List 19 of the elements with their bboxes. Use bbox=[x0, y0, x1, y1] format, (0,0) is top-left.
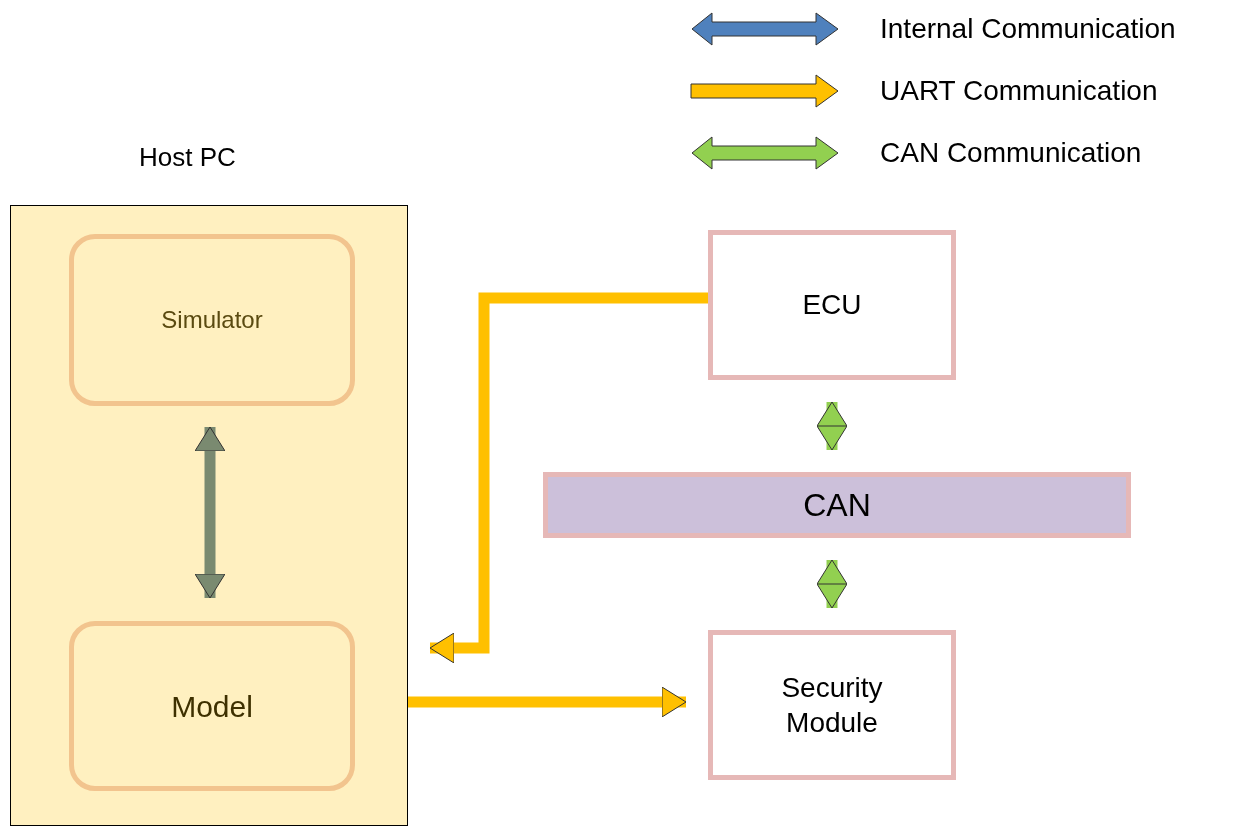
legend-label: CAN Communication bbox=[880, 136, 1142, 170]
legend-label: UART Communication bbox=[880, 74, 1158, 108]
node-label: Model bbox=[171, 688, 253, 725]
connector-arrow bbox=[429, 292, 708, 664]
module-box bbox=[708, 230, 956, 380]
connector-arrow bbox=[816, 559, 848, 609]
connector-arrow bbox=[816, 401, 848, 451]
node-label: Security Module bbox=[780, 671, 884, 740]
connector-arrow bbox=[194, 426, 226, 599]
legend-label: Internal Communication bbox=[880, 12, 1176, 46]
panel-heading: Host PC bbox=[139, 141, 236, 174]
module-box bbox=[708, 630, 956, 780]
software-box bbox=[69, 621, 355, 791]
node-label: Simulator bbox=[161, 305, 263, 335]
software-box bbox=[69, 234, 355, 406]
connector-arrow bbox=[408, 686, 687, 718]
bus-bar bbox=[543, 472, 1131, 538]
node-label: ECU bbox=[802, 288, 862, 322]
node-label: CAN bbox=[803, 486, 871, 525]
